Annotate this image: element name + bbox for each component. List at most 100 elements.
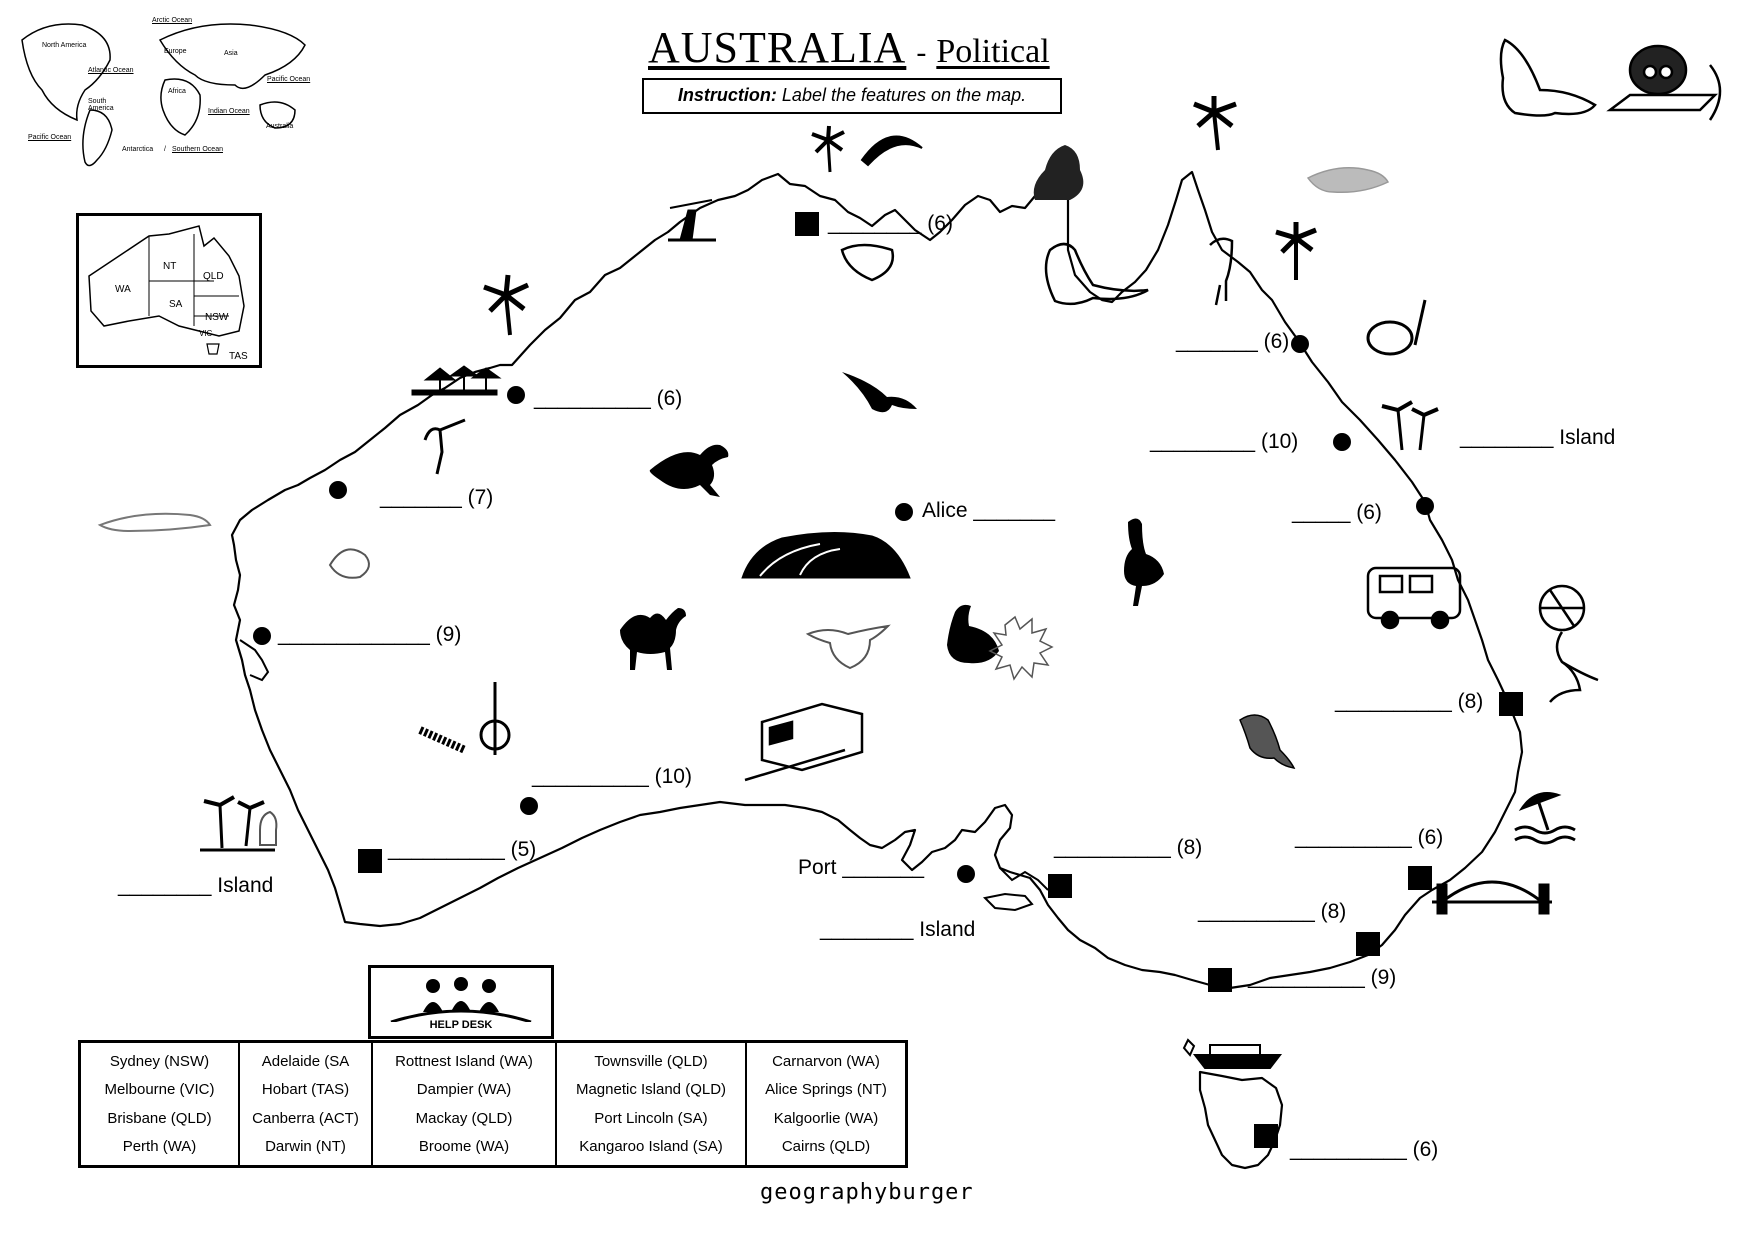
label-broome[interactable]: __________ (6) bbox=[534, 387, 683, 410]
kookaburra-icon bbox=[1239, 714, 1296, 769]
train-icon bbox=[744, 702, 864, 782]
world-label: Africa bbox=[168, 88, 186, 95]
beach-deck-icon bbox=[411, 365, 502, 396]
world-label: Pacific Ocean bbox=[28, 134, 72, 141]
world-label: Europe bbox=[164, 48, 187, 55]
marker-sydney bbox=[1408, 866, 1432, 890]
word-bank-item: Townsville (QLD) bbox=[594, 1052, 708, 1070]
marker-broome bbox=[507, 386, 525, 404]
dugong-icon bbox=[1306, 167, 1390, 194]
instruction-box: Instruction: Label the features on the m… bbox=[642, 78, 1062, 114]
world-label: North America bbox=[42, 42, 87, 49]
title-sub: Political bbox=[936, 33, 1050, 70]
label-kangaroo-island[interactable]: ________ Island bbox=[820, 918, 976, 941]
palm-tree-icon bbox=[1381, 400, 1439, 451]
word-bank-item: Brisbane (QLD) bbox=[107, 1109, 212, 1127]
bass-strait-island bbox=[1182, 1038, 1196, 1057]
label-carnarvon[interactable]: _____________ (9) bbox=[278, 623, 462, 646]
world-label: Indian Ocean bbox=[208, 108, 250, 115]
marker-adelaide bbox=[1048, 874, 1072, 898]
beach-ball-girl-icon bbox=[1538, 584, 1599, 703]
label-darwin[interactable]: ________ (6) bbox=[828, 212, 953, 235]
marker-brisbane bbox=[1499, 692, 1523, 716]
word-bank-item: Broome (WA) bbox=[418, 1138, 510, 1156]
word-bank-column: Townsville (QLD) Magnetic Island (QLD) P… bbox=[557, 1043, 747, 1165]
state-label: TAS bbox=[229, 351, 248, 362]
palm-tree-icon bbox=[1275, 222, 1317, 280]
help-desk-word-bank: Sydney (NSW) Melbourne (VIC) Brisbane (Q… bbox=[78, 1040, 908, 1168]
word-bank-item: Dampier (WA) bbox=[416, 1081, 512, 1099]
label-mackay[interactable]: _____ (6) bbox=[1292, 501, 1382, 524]
aboriginal-person-icon bbox=[1033, 145, 1084, 200]
label-sydney[interactable]: __________ (6) bbox=[1295, 826, 1444, 849]
label-hobart[interactable]: __________ (6) bbox=[1290, 1138, 1439, 1161]
word-bank-item: Kangaroo Island (SA) bbox=[579, 1138, 723, 1156]
palm-tree-icon bbox=[200, 795, 275, 852]
title-dash: - bbox=[916, 36, 927, 69]
label-townsville[interactable]: _________ (10) bbox=[1150, 430, 1299, 453]
word-bank-item: Port Lincoln (SA) bbox=[594, 1109, 708, 1127]
states-outline bbox=[88, 225, 245, 355]
world-map: Arctic Ocean North America Atlantic Ocea… bbox=[0, 0, 340, 160]
shark-bay-detail bbox=[239, 639, 270, 682]
label-brisbane[interactable]: __________ (8) bbox=[1335, 690, 1484, 713]
label-dampier[interactable]: _______ (7) bbox=[380, 486, 494, 509]
state-label: WA bbox=[115, 284, 131, 295]
word-bank-column: Carnarvon (WA) Alice Springs (NT) Kalgoo… bbox=[747, 1043, 905, 1165]
marker-mackay bbox=[1416, 497, 1434, 515]
palm-tree-icon bbox=[1193, 96, 1237, 151]
label-melbourne[interactable]: __________ (9) bbox=[1248, 966, 1397, 989]
marker-perth bbox=[358, 849, 382, 873]
world-label: Atlantic Ocean bbox=[88, 67, 134, 74]
palm-tree-icon bbox=[811, 125, 845, 173]
tasmania-shape bbox=[1198, 1070, 1284, 1170]
word-bank-item: Adelaide (SA bbox=[261, 1052, 350, 1070]
label-rottnest-island[interactable]: ________ Island bbox=[118, 874, 274, 897]
emu-icon bbox=[1124, 518, 1164, 606]
spear-fisher-icon bbox=[668, 199, 716, 242]
word-bank-column: Adelaide (SA Hobart (TAS) Canberra (ACT)… bbox=[240, 1043, 373, 1165]
label-cairns[interactable]: _______ (6) bbox=[1176, 330, 1290, 353]
instruction-text: Label the features on the map. bbox=[781, 85, 1027, 105]
label-canberra[interactable]: __________ (8) bbox=[1198, 900, 1347, 923]
label-adelaide[interactable]: __________ (8) bbox=[1054, 836, 1203, 859]
bilby-icon bbox=[328, 548, 370, 579]
label-magnetic-island[interactable]: ________ Island bbox=[1460, 426, 1616, 449]
beach-umbrella-icon bbox=[1514, 792, 1576, 845]
fisherman-icon bbox=[423, 418, 466, 475]
word-bank-item: Magnetic Island (QLD) bbox=[575, 1081, 727, 1099]
world-map-icon bbox=[21, 23, 306, 167]
label-perth[interactable]: __________ (5) bbox=[388, 838, 537, 861]
help-desk-header: HELP DESK bbox=[368, 965, 554, 1039]
word-bank-item: Hobart (TAS) bbox=[261, 1081, 350, 1099]
quokka-icon bbox=[259, 810, 278, 846]
uluru-icon bbox=[741, 531, 911, 579]
word-bank-item: Sydney (NSW) bbox=[109, 1052, 210, 1070]
world-label: / bbox=[164, 146, 166, 153]
harbour-bridge-icon bbox=[1432, 880, 1552, 915]
marker-darwin bbox=[795, 212, 819, 236]
marker-port-lincoln bbox=[957, 865, 975, 883]
snorkel-mask-icon bbox=[1366, 299, 1427, 356]
skull-icon bbox=[805, 624, 891, 670]
word-bank-item: Carnarvon (WA) bbox=[772, 1052, 880, 1070]
world-label: Asia bbox=[224, 50, 238, 57]
word-bank-item: Cairns (QLD) bbox=[781, 1138, 871, 1156]
label-port-lincoln[interactable]: Port _______ bbox=[798, 856, 925, 879]
pelican-icon bbox=[947, 604, 999, 664]
word-bank-item: Mackay (QLD) bbox=[415, 1109, 513, 1127]
label-alice-springs[interactable]: Alice _______ bbox=[922, 499, 1056, 522]
world-label: Southern Ocean bbox=[172, 146, 223, 153]
whale-shark-icon bbox=[97, 512, 212, 533]
page-title: AUSTRALIA-Political bbox=[648, 22, 1050, 73]
world-label: South America bbox=[88, 98, 114, 112]
instruction-label: Instruction: bbox=[677, 85, 777, 105]
stork-icon bbox=[1209, 237, 1234, 306]
state-label: QLD bbox=[203, 271, 224, 282]
label-kalgoorlie[interactable]: __________ (10) bbox=[532, 765, 692, 788]
camel-icon bbox=[620, 608, 686, 670]
whale-icon bbox=[1499, 38, 1597, 117]
state-label: NSW bbox=[205, 312, 229, 323]
word-bank-column: Sydney (NSW) Melbourne (VIC) Brisbane (Q… bbox=[81, 1043, 240, 1165]
